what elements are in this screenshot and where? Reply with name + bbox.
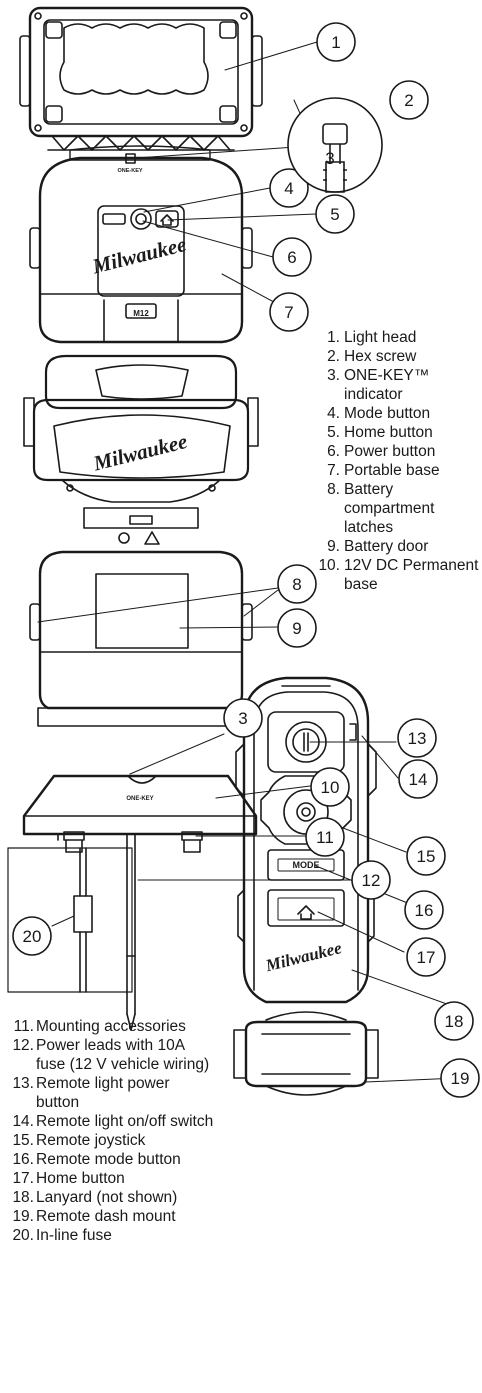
brand-logo-portable: Milwaukee [89, 232, 189, 279]
callout-numbers: 1 2 3 4 5 6 7 8 9 3 10 11 12 13 14 15 16… [23, 33, 470, 1088]
callout-8: 8 [292, 575, 301, 594]
callout-3-top: 3 [325, 149, 334, 168]
callout-7: 7 [284, 303, 293, 322]
callout-6: 6 [287, 248, 296, 267]
callout-1: 1 [331, 33, 340, 52]
legend-item: 4.Mode button [327, 405, 431, 422]
callout-13: 13 [408, 729, 427, 748]
remote-mode-label: MODE [293, 860, 320, 870]
permanent-base [22, 774, 258, 1031]
legend-item: 14.Remote light on/off switch [12, 1113, 214, 1130]
permanent-light-head [23, 354, 259, 545]
legend-item: 19.Remote dash mount [12, 1208, 176, 1225]
legend-item: 17.Home button [12, 1170, 125, 1187]
fuse-inset [7, 847, 133, 993]
legend-item: 12.Power leads with 10A fuse (12 V vehic… [12, 1037, 210, 1073]
legend-item: 11.Mounting accessories [13, 1018, 186, 1035]
legend-item: 10.12V DC Permanent base [318, 557, 479, 593]
legend-item: 20.In-line fuse [12, 1227, 112, 1244]
legend-bottom: 11.Mounting accessories 12.Power leads w… [4, 1017, 214, 1245]
brand-logo-permanent: Milwaukee [90, 429, 190, 476]
permanent-battery-body [29, 550, 253, 727]
callout-4: 4 [284, 179, 293, 198]
legend-item: 1.Light head [327, 329, 417, 346]
onekey-label-base: ONE-KEY [126, 796, 153, 802]
base-badge: M12 [133, 309, 149, 318]
callout-2: 2 [404, 91, 413, 110]
onekey-label-top: ONE-KEY [117, 168, 142, 174]
callout-17: 17 [417, 948, 436, 967]
callout-11: 11 [316, 828, 334, 847]
leader-lines [37, 41, 459, 1083]
legend-item: 6.Power button [327, 443, 436, 460]
legend-item: 15.Remote joystick [12, 1132, 146, 1149]
light-head [19, 6, 263, 151]
legend-item: 13.Remote light power button [12, 1075, 170, 1111]
callout-3-base: 3 [238, 709, 247, 728]
callout-14: 14 [409, 770, 428, 789]
legend-item: 9.Battery door [327, 538, 429, 555]
callout-10: 10 [321, 778, 340, 797]
legend-item: 3.ONE-KEY™ indicator [327, 367, 430, 403]
legend-item: 5.Home button [327, 424, 433, 441]
legend-item: 7.Portable base [327, 462, 440, 479]
legend-item: 16.Remote mode button [12, 1151, 181, 1168]
callout-15: 15 [417, 847, 436, 866]
callout-19: 19 [451, 1069, 470, 1088]
legend-top: 1.Light head 2.Hex screw 3.ONE-KEY™ indi… [316, 328, 482, 594]
legend-item: 2.Hex screw [327, 348, 417, 365]
callout-5: 5 [330, 205, 339, 224]
callout-12: 12 [362, 871, 381, 890]
callout-20: 20 [23, 927, 42, 946]
callout-16: 16 [415, 901, 434, 920]
remote-dash-mount [233, 1011, 379, 1096]
legend-item: 8.Battery compartment latches [327, 481, 435, 536]
legend-item: 18.Lanyard (not shown) [12, 1189, 178, 1206]
hex-screw-detail [287, 97, 383, 193]
portable-base [29, 145, 253, 344]
callout-9: 9 [292, 619, 301, 638]
brand-logo-remote: Milwaukee [263, 938, 344, 976]
callout-18: 18 [445, 1012, 464, 1031]
